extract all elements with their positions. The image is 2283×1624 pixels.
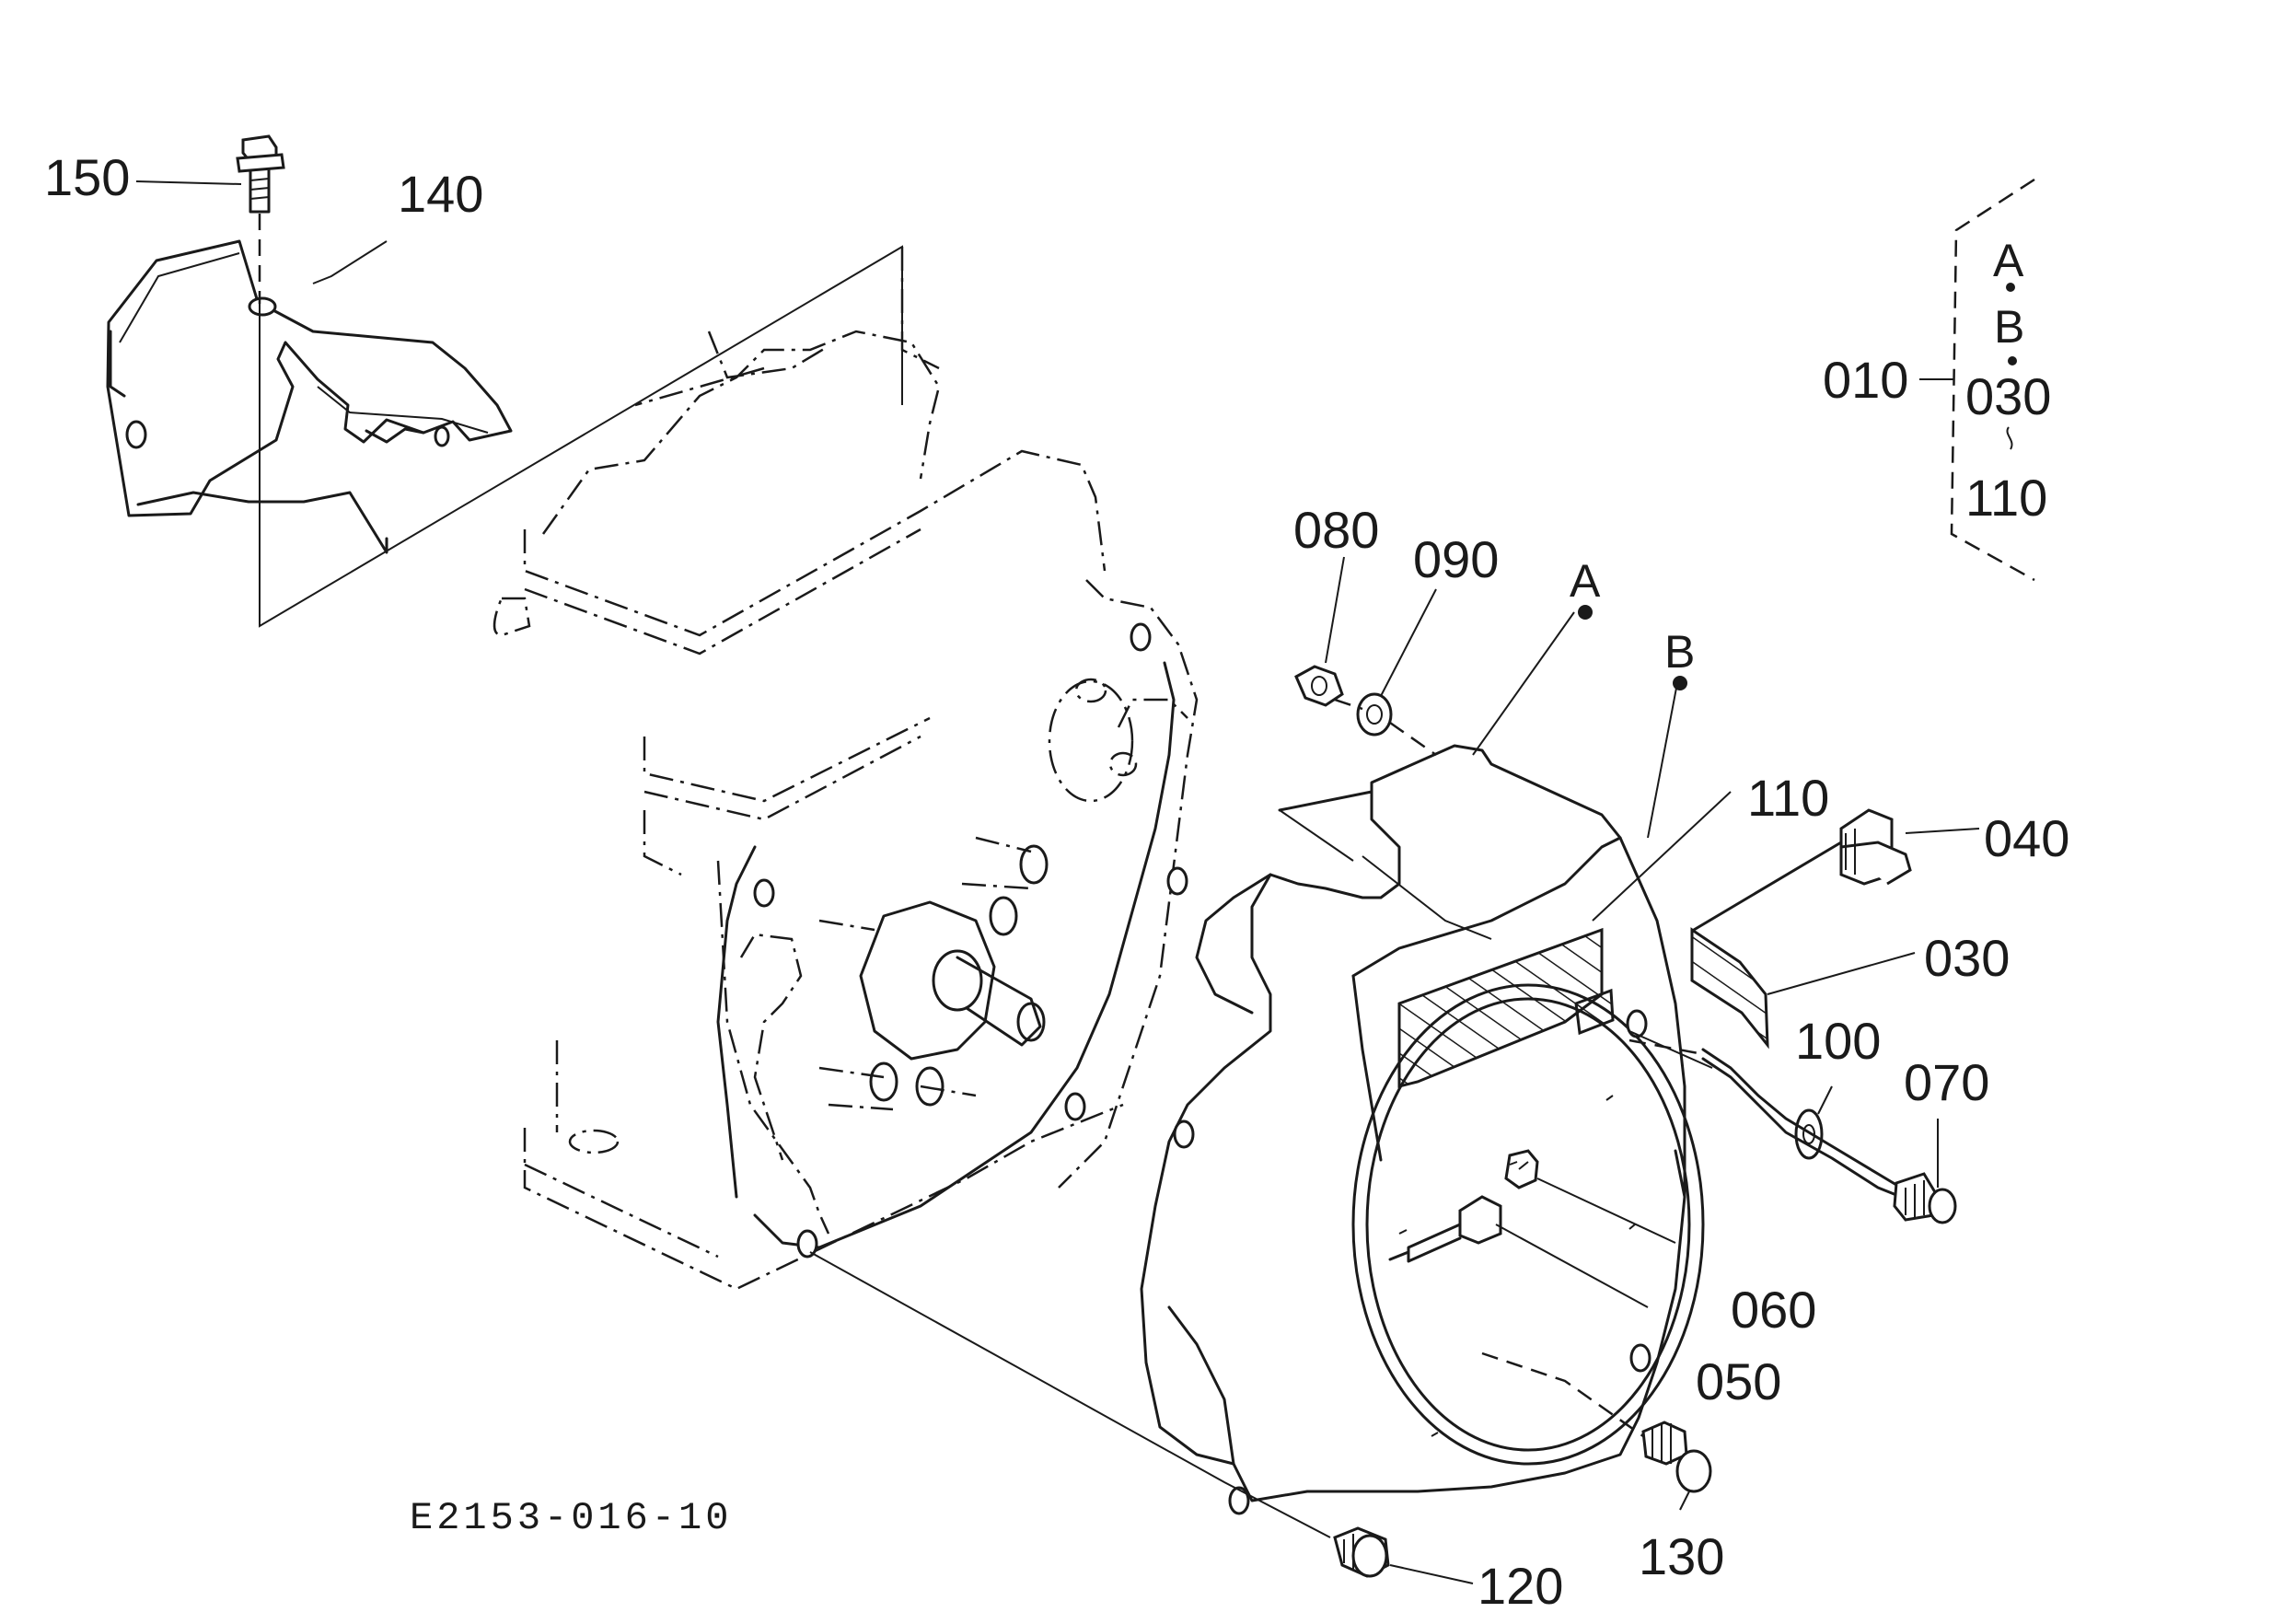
- crankshaft-hub: [818, 836, 1049, 1111]
- label-140: 140: [398, 165, 483, 223]
- shroud-guide-lines: [1279, 809, 1713, 1069]
- spark-plug-050[interactable]: [1388, 1195, 1502, 1263]
- bracket-label-010: 010: [1823, 351, 1908, 409]
- top-cover-140[interactable]: [106, 239, 513, 554]
- assembly-bracket: [1919, 178, 2035, 582]
- bolt-130[interactable]: [1641, 1421, 1712, 1493]
- grommet-100[interactable]: [1794, 1108, 1824, 1160]
- label-050: 050: [1696, 1352, 1781, 1410]
- bolt-130-axis-line: [1481, 1351, 1644, 1438]
- leader-lines: [135, 180, 1980, 1584]
- bracket-item-a: A: [1993, 235, 2024, 286]
- cover-mounting-outline: [259, 245, 903, 628]
- label-100: 100: [1795, 1012, 1881, 1070]
- cable-axis-line: [1628, 1038, 1704, 1056]
- ref-b: B: [1664, 626, 1695, 678]
- label-b-area: [1574, 988, 1615, 1036]
- nut-axis-line: [1334, 698, 1437, 757]
- bolt-150[interactable]: [236, 134, 285, 214]
- label-030: 030: [1924, 929, 2010, 987]
- cable-070[interactable]: [1701, 1048, 1957, 1224]
- bracket-item-030: 030: [1965, 367, 2051, 425]
- screw-040[interactable]: [1692, 808, 1912, 932]
- label-plate-area: [1397, 927, 1604, 1088]
- ref-a: A: [1570, 555, 1601, 607]
- label-030[interactable]: [1690, 927, 1769, 1050]
- label-150: 150: [44, 148, 130, 206]
- label-080: 080: [1293, 501, 1379, 559]
- engine-block-phantom: [493, 247, 1199, 1291]
- bracket-item-b: B: [1994, 301, 2024, 353]
- washer-090[interactable]: [1356, 692, 1393, 737]
- label-070: 070: [1904, 1053, 1989, 1111]
- label-110: 110: [1747, 769, 1829, 827]
- label-040: 040: [1984, 809, 2069, 867]
- label-130: 130: [1639, 1527, 1724, 1585]
- nut-080[interactable]: [1294, 665, 1344, 707]
- engine-flange-outline: [716, 622, 1188, 1259]
- bracket-item-110: 110: [1965, 469, 2047, 527]
- label-060: 060: [1731, 1281, 1816, 1339]
- bolt-120-axis-line: [809, 1251, 1331, 1538]
- label-090: 090: [1413, 530, 1499, 588]
- drawing-code: E2153-016-10: [410, 1496, 732, 1540]
- clip-060[interactable]: [1504, 1149, 1539, 1189]
- fan-shroud-010[interactable]: [1140, 744, 1705, 1515]
- label-120: 120: [1478, 1557, 1563, 1615]
- bolt-120[interactable]: [1333, 1526, 1390, 1578]
